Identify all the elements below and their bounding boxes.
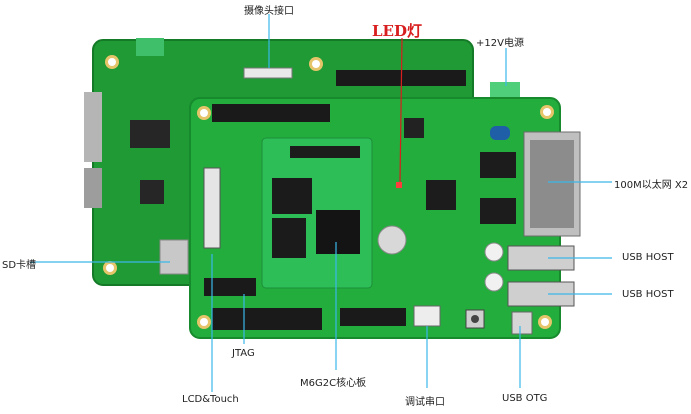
led-label: LED灯 [372, 22, 422, 40]
core-board-label: M6G2C核心板 [300, 378, 367, 389]
usb-otg-label: USB OTG [502, 393, 548, 404]
ethernet-label: 100M以太网 X2 [614, 180, 689, 191]
chip [426, 180, 456, 210]
jtag-label: JTAG [232, 348, 255, 359]
sd-slot-label: SD卡槽 [2, 260, 37, 271]
power-label: +12V电源 [476, 38, 524, 49]
usb-host-label-2: USB HOST [622, 289, 674, 300]
inductor [404, 118, 424, 138]
leader-lines [30, 14, 612, 392]
lcd-touch-label: LCD&Touch [182, 394, 239, 405]
camera-label: 摄像头接口 [244, 6, 294, 17]
led-leader-line [399, 37, 403, 183]
usb-host-label-1: USB HOST [622, 252, 674, 263]
ethernet-area [480, 126, 581, 237]
core-module [261, 137, 373, 289]
buzzer [377, 225, 407, 255]
debug-uart-label: 调试串口 [405, 397, 445, 408]
led-indicator [396, 182, 402, 188]
